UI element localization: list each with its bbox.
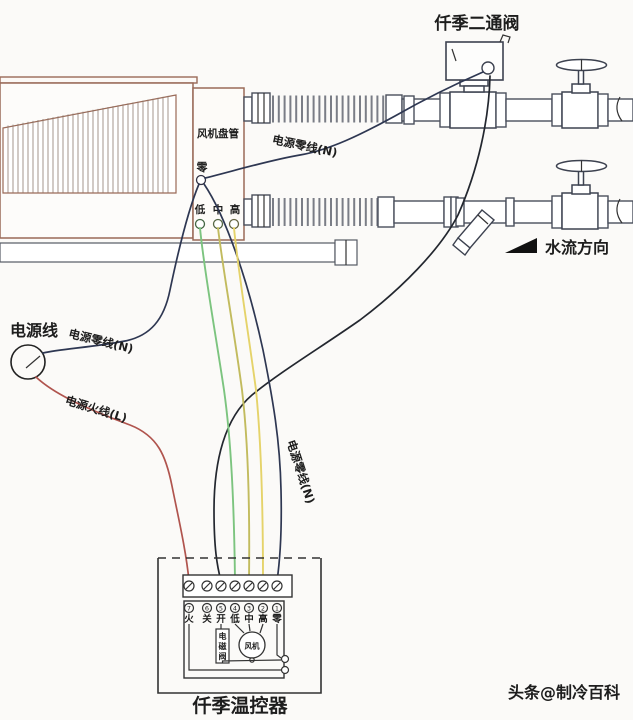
terminal-label-fire: 火: [184, 614, 194, 625]
thermostat-outer-box: [157, 558, 322, 694]
thermostat-title: 仟季温控器: [191, 694, 288, 717]
terminal-labels: 火 关 开 低 中 高 零: [184, 613, 282, 625]
supply-pipe-upper: [272, 58, 633, 129]
wire-neutral-mid-label: 电源零线(N): [284, 438, 318, 505]
fan-motor: 风机: [234, 623, 266, 663]
terminal-num-3: 3: [247, 605, 251, 613]
gate-valve-upper: [551, 58, 609, 129]
wire-live: [35, 376, 190, 582]
connection-point-lower: [280, 665, 290, 675]
power-supply-label: 电源线: [10, 321, 58, 340]
flow-direction-label: 水流方向: [545, 238, 609, 257]
connection-point-upper: [280, 654, 290, 664]
fc-neutral-label: 零: [196, 161, 209, 174]
wire-valve-open: [213, 75, 491, 582]
terminal-label-neutral: 零: [271, 614, 282, 625]
watermark: 头条@制冷百科: [508, 683, 620, 702]
thermostat-internal-wiring: [188, 624, 290, 675]
terminal-num-4: 4: [233, 605, 237, 613]
wire-speed-high: [233, 227, 264, 582]
wire-speed-mid: [217, 227, 251, 582]
cable-gland: [481, 61, 495, 75]
return-pipe-lower: [272, 159, 633, 257]
two-way-valve-actuator: 仟季二通阀: [434, 13, 520, 93]
wire-speed-low: [199, 227, 236, 582]
valve-title: 仟季二通阀: [434, 13, 520, 34]
fan-coil-top-lip: [0, 76, 198, 84]
valve-inlet-nut: [439, 92, 451, 128]
fc-high-label: 高: [230, 203, 241, 216]
wire-neutral-valve-to-coil: [204, 71, 484, 179]
pipe-break-upper: [616, 96, 623, 122]
fc-neutral-terminal: [195, 174, 207, 186]
solenoid-valve-box: 电 磁 阀: [215, 624, 230, 664]
fan-coil-label: 风机盘管: [197, 127, 239, 140]
terminal-num-1: 1: [275, 605, 279, 613]
strainer-cap: [452, 236, 471, 257]
fan-coil-unit: 风机盘管 零 低 中 高: [0, 76, 271, 241]
terminal-label-close: 关: [202, 613, 212, 625]
terminal-num-7: 7: [187, 605, 191, 613]
gate-valve-lower: [551, 159, 609, 230]
wire-live-label: 电源火线(L): [64, 393, 129, 425]
terminal-num-6: 6: [205, 605, 209, 613]
fc-lower-fitting: [251, 194, 271, 228]
actuator-box: [445, 41, 504, 81]
terminal-label-high: 高: [258, 613, 268, 625]
actuator-clip: [499, 34, 511, 44]
hose-lower-fitting: [377, 196, 395, 228]
thermostat-inner-box: [183, 600, 285, 679]
fc-low-label: 低: [194, 203, 206, 216]
solenoid-char-3: 阀: [219, 651, 227, 661]
flow-arrow: [505, 238, 537, 253]
valve-bonnet-lower: [571, 184, 591, 195]
fc-upper-fitting: [251, 92, 271, 124]
terminal-num-5: 5: [219, 605, 223, 613]
wire-neutral-to-thermostat: [203, 183, 283, 582]
terminal-strip: [182, 574, 293, 598]
solenoid-char-2: 磁: [219, 641, 227, 651]
coil-fins: [7, 95, 169, 193]
fc-upper-port: [243, 96, 253, 122]
valve-bonnet-upper: [571, 83, 591, 94]
fan-coil-terminal-box: [192, 87, 245, 241]
terminal-num-2: 2: [261, 605, 265, 613]
terminal-label-mid: 中: [244, 613, 254, 625]
pipe-break-lower: [616, 198, 623, 224]
drain-pipe: [0, 239, 358, 266]
wire-neutral-to-power: [42, 183, 200, 354]
power-source: 电源线: [10, 321, 58, 380]
fan-motor-label: 风机: [245, 641, 260, 651]
power-supply-circle: [10, 344, 46, 380]
flow-direction: 水流方向: [505, 238, 609, 257]
terminal-numbers: 7 6 5 4 3 2 1: [183, 602, 283, 614]
wire-neutral-left-label: 电源零线(N): [67, 326, 135, 356]
solenoid-char-1: 电: [219, 631, 227, 641]
thermostat: 7 6 5 4 3 2 1 火 关 开 低 中 高 零 电 磁 阀: [157, 557, 322, 717]
terminal-label-low: 低: [229, 613, 240, 625]
fc-lower-port: [243, 198, 253, 226]
terminal-label-open: 开: [216, 614, 226, 625]
valve-outlet-nut: [495, 92, 507, 128]
wire-neutral-top-label: 电源零线(N): [271, 132, 339, 159]
